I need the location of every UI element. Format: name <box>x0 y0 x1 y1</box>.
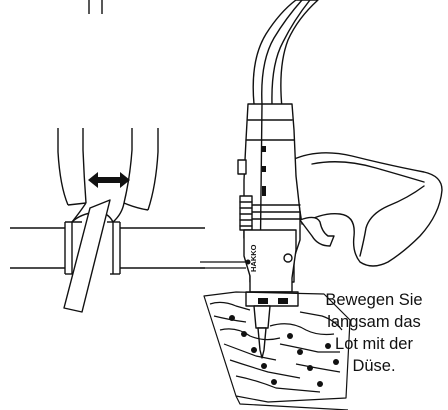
circuit-board <box>200 261 351 410</box>
caption-line-3: Lot mit der <box>335 335 413 353</box>
brand-label: HAKKO <box>249 244 258 272</box>
brand-text: HAKKO <box>249 244 258 272</box>
through-hole-detail <box>10 128 205 313</box>
side-switch <box>237 159 247 175</box>
nozzle-holder <box>245 291 299 307</box>
nozzle-tip <box>257 327 267 359</box>
caption-line-4: Düse. <box>352 357 396 375</box>
double-arrow-icon <box>88 172 130 188</box>
caption-line-2: langsam das <box>327 313 421 331</box>
vacuum-hose <box>252 0 319 109</box>
nozzle-coupling <box>239 195 253 231</box>
desoldering-tool <box>237 0 443 359</box>
instruction-caption: Bewegen Sie langsam das Lot mit der Düse… <box>300 289 448 377</box>
handle-grip <box>291 152 443 267</box>
trigger <box>299 216 335 247</box>
previous-figure-remnant <box>88 0 103 14</box>
caption-line-1: Bewegen Sie <box>325 291 423 309</box>
